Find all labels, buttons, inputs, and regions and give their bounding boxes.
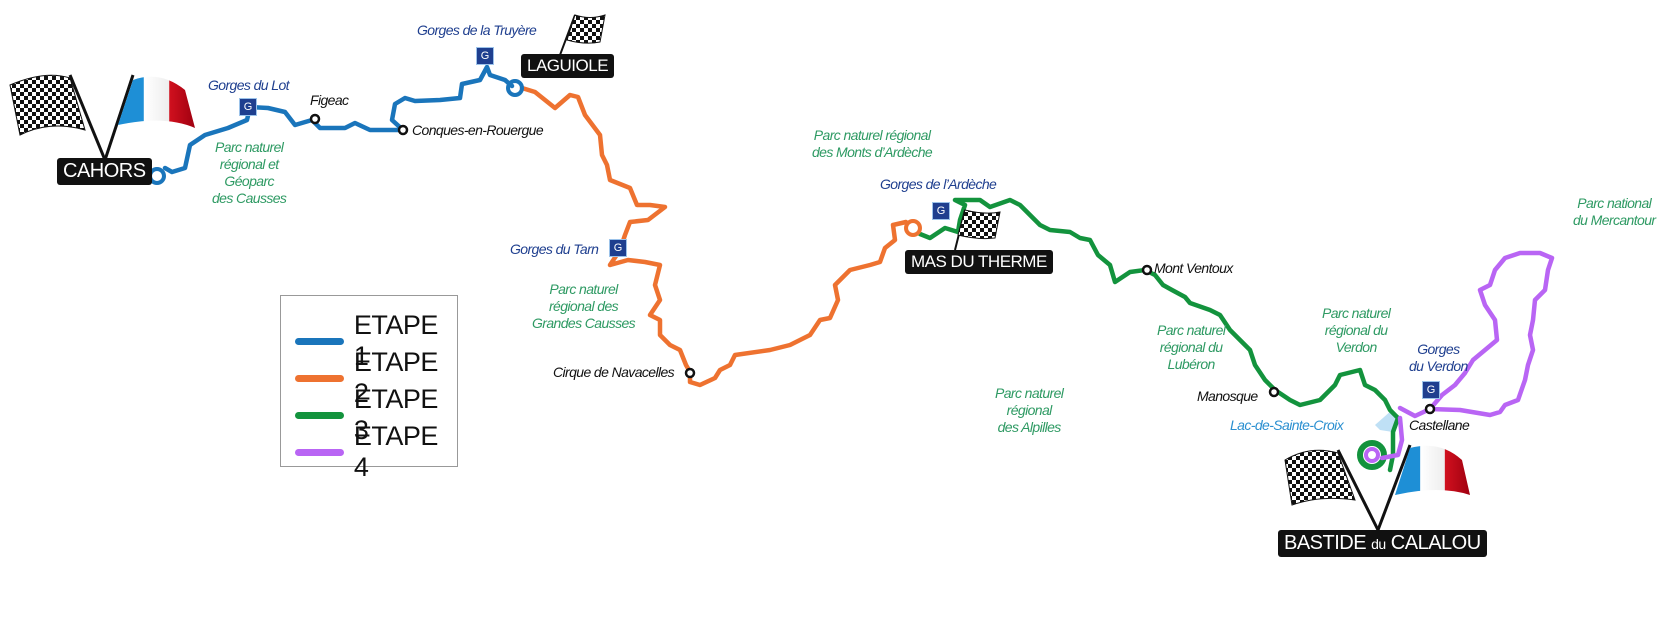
park-label-line: Grandes Causses <box>532 315 636 331</box>
park-label-line: Parc naturel <box>215 139 284 155</box>
city-label-mas-du-therme: MAS DU THERME <box>905 250 1053 274</box>
legend-label: ETAPE 1 <box>353 310 439 371</box>
gorge-label-truyere: Gorges de la Truyère <box>417 22 537 38</box>
park-label-line: régional <box>1006 402 1053 418</box>
park-label-line: régional des <box>548 298 619 314</box>
lake-sainte-croix <box>1375 410 1398 432</box>
checkered-flag-icon <box>559 14 606 56</box>
legend-item-etape-4: ETAPE 4 <box>295 421 457 483</box>
park-label-line: Parc national <box>1577 195 1652 211</box>
town-label-figeac: Figeac <box>310 92 349 108</box>
start-marker-cahors <box>148 167 166 185</box>
legend-label: ETAPE 2 <box>353 347 439 408</box>
town-dot-conques <box>397 124 409 136</box>
gorge-label-tarn: Gorges du Tarn <box>510 241 599 257</box>
route-etape-3-end <box>1357 440 1387 470</box>
marker-mas-du-therme <box>904 219 922 237</box>
gorge-icon: G <box>1422 381 1440 399</box>
park-label-line: régional et <box>219 156 279 172</box>
park-label-line: régional du <box>1324 322 1388 338</box>
city-name-part: BASTIDE <box>1284 532 1367 554</box>
town-dot-castellane <box>1424 403 1436 415</box>
town-label-manosque: Manosque <box>1197 388 1258 404</box>
town-dot-ventoux <box>1141 264 1153 276</box>
legend-item-etape-3: ETAPE 3 <box>295 384 457 446</box>
route-etape-1 <box>162 64 515 175</box>
legend-swatch <box>295 448 344 456</box>
legend-swatch <box>295 337 344 345</box>
town-label-castellane: Castellane <box>1409 417 1470 433</box>
legend-item-etape-2: ETAPE 2 <box>295 347 457 409</box>
city-label-cahors: CAHORS <box>57 158 152 185</box>
town-dot-figeac <box>309 113 321 125</box>
gorge-label-lot: Gorges du Lot <box>208 77 290 93</box>
route-etape-2 <box>519 85 909 388</box>
legend-swatch <box>295 411 344 419</box>
city-name-part: du <box>1371 536 1386 552</box>
gorge-icon: G <box>239 98 257 116</box>
legend-item-etape-1: ETAPE 1 <box>295 310 457 372</box>
park-label-line: Parc naturel <box>549 281 618 297</box>
gorge-label-ardeche: Gorges de l’Ardèche <box>880 176 997 192</box>
park-label-line: du Mercantour <box>1573 212 1656 228</box>
park-label-line: Parc naturel <box>1157 322 1226 338</box>
town-dot-navacelles <box>684 367 696 379</box>
french-flag-icon <box>103 74 195 161</box>
city-label-bastide-du-calalou: BASTIDE du CALALOU <box>1278 530 1487 557</box>
route-etape-4 <box>1397 250 1555 419</box>
legend: ETAPE 1 ETAPE 2 ETAPE 3 ETAPE 4 <box>280 295 458 482</box>
park-label-line: Lubéron <box>1167 356 1216 372</box>
lake-label: Lac-de-Sainte-Croix <box>1230 417 1344 433</box>
park-label-line: Géoparc <box>224 173 274 189</box>
marker-laguiole <box>506 79 524 97</box>
town-label-mont-ventoux: Mont Ventoux <box>1154 260 1233 276</box>
legend-swatch <box>295 374 344 382</box>
city-name-part: CALALOU <box>1390 532 1481 554</box>
gorge-label-line: du Verdon <box>1409 358 1468 374</box>
town-dot-manosque <box>1268 386 1280 398</box>
town-label-navacelles: Cirque de Navacelles <box>553 364 675 380</box>
gorge-label-line: Gorges <box>1417 341 1460 357</box>
french-flag-icon <box>1376 444 1470 531</box>
park-label-line: Parc naturel régional <box>813 127 931 143</box>
park-label-line: des Causses <box>212 190 287 206</box>
checkered-flag-icon <box>1284 449 1380 531</box>
gorge-icon: G <box>609 239 627 257</box>
end-marker <box>1364 447 1380 463</box>
gorge-icon: G <box>932 202 950 220</box>
park-label-line: des Monts d’Ardèche <box>812 144 933 160</box>
city-label-laguiole: LAGUIOLE <box>521 54 615 78</box>
checkered-flag-icon <box>954 209 1001 251</box>
park-label-line: Verdon <box>1335 339 1378 355</box>
park-label-line: des Alpilles <box>997 419 1062 435</box>
route-etape-3 <box>917 197 1401 473</box>
park-label-line: Parc naturel <box>995 385 1064 401</box>
legend-label: ETAPE 3 <box>353 384 439 445</box>
park-label-line: Parc naturel <box>1322 305 1391 321</box>
legend-label: ETAPE 4 <box>353 421 439 482</box>
checkered-flag-icon <box>9 74 107 161</box>
town-label-conques: Conques-en-Rouergue <box>412 122 544 138</box>
park-label-line: régional du <box>1159 339 1223 355</box>
gorge-icon: G <box>476 47 494 65</box>
